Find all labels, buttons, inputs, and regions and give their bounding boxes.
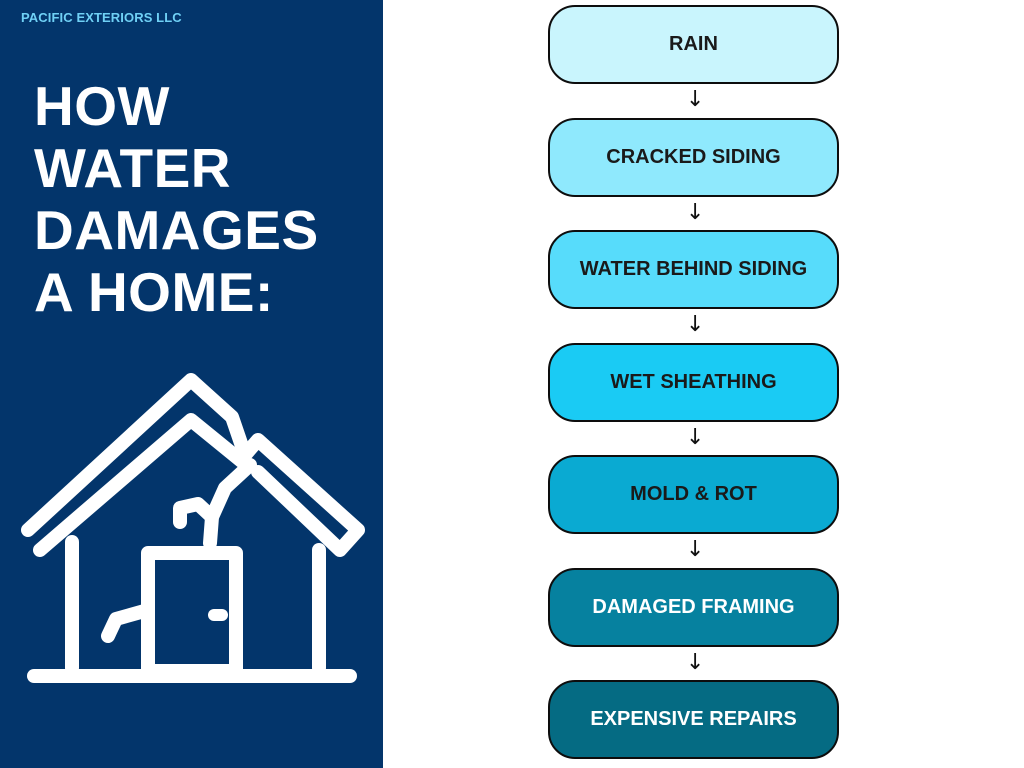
down-arrow-icon: ↓: [686, 87, 705, 112]
down-arrow-icon: ↓: [686, 200, 705, 225]
down-arrow-icon: ↓: [686, 312, 705, 337]
headline-line: WATER: [34, 137, 232, 199]
brand-name: PACIFIC EXTERIORS LLC: [21, 10, 182, 25]
flow-step: WATER BEHIND SIDING: [548, 230, 839, 309]
cracked-house-icon: [21, 373, 365, 683]
headline-line: A HOME:: [34, 261, 274, 323]
down-arrow-icon: ↓: [686, 650, 705, 675]
flow-step: MOLD & ROT: [548, 455, 839, 534]
headline-line: DAMAGES: [34, 199, 319, 261]
headline: HOW WATER DAMAGES A HOME:: [34, 75, 374, 323]
left-panel: PACIFIC EXTERIORS LLC HOW WATER DAMAGES …: [0, 0, 383, 768]
down-arrow-icon: ↓: [686, 537, 705, 562]
flow-step: CRACKED SIDING: [548, 118, 839, 197]
down-arrow-icon: ↓: [686, 425, 705, 450]
headline-line: HOW: [34, 75, 170, 137]
flow-step: RAIN: [548, 5, 839, 84]
flow-step: WET SHEATHING: [548, 343, 839, 422]
flow-step: EXPENSIVE REPAIRS: [548, 680, 839, 759]
flow-step: DAMAGED FRAMING: [548, 568, 839, 647]
